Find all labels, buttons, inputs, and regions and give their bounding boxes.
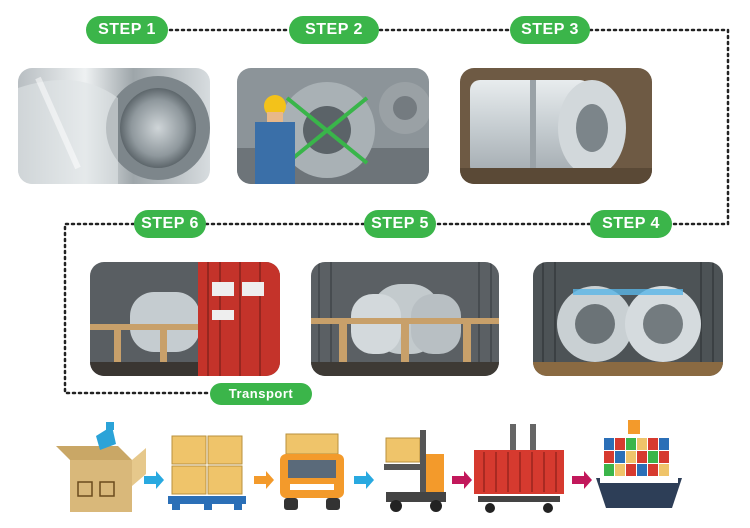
- step-6-label: STEP 6: [134, 210, 206, 238]
- step-1-label: STEP 1: [86, 16, 168, 44]
- step-2-label: STEP 2: [289, 16, 379, 44]
- step-5-photo-coils-wood-frame: [311, 262, 499, 376]
- step-3-photo-wrapped-coil: [460, 68, 652, 184]
- arrow-right-icon: [452, 471, 472, 489]
- step-2-photo-worker-coil: [237, 68, 429, 184]
- step-4-photo-coils-in-container: [533, 262, 723, 376]
- arrow-right-icon: [144, 471, 164, 489]
- pallet-boxes-icon: [168, 435, 246, 510]
- step-1-photo-coil-closeup: [18, 68, 210, 184]
- arrow-right-icon: [354, 471, 374, 489]
- transport-label: Transport: [210, 383, 312, 405]
- forklift-icon: [384, 430, 446, 512]
- cargo-ship-icon: [596, 420, 682, 508]
- delivery-truck-icon: [280, 433, 344, 510]
- step-3-label: STEP 3: [510, 16, 590, 44]
- shipping-container-icon: [474, 424, 564, 513]
- arrow-right-icon: [254, 471, 274, 489]
- step-5-label: STEP 5: [364, 210, 436, 238]
- open-box-icon: [56, 422, 146, 512]
- logistics-icon-row: [56, 420, 682, 513]
- step-4-label: STEP 4: [590, 210, 672, 238]
- arrow-right-icon: [572, 471, 592, 489]
- step-6-photo-container-loading: [90, 262, 280, 376]
